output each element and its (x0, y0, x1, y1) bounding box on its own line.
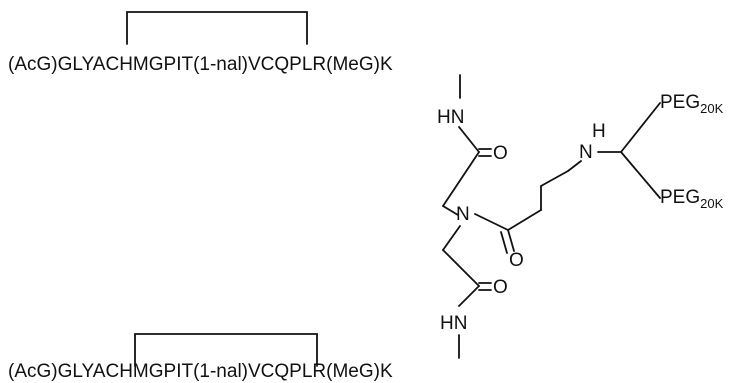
peg-top-subscript-text: 20K (700, 101, 723, 116)
peg-top-label: PEG20K (660, 92, 724, 116)
bottom-disulfide-bridge (134, 333, 318, 367)
ch2c-to-amine-n-bond (567, 160, 582, 172)
peg-bottom-base-text: PEG (660, 187, 700, 208)
branch-to-peg-bottom-bond (620, 151, 661, 199)
top-ch2-to-n-bond (442, 205, 459, 216)
top-nh-to-carbonyl-bond (458, 126, 480, 153)
carbonyl-to-ch2a-bond (507, 209, 542, 231)
peg-bottom-label: PEG20K (660, 187, 724, 211)
bottom-peptide-sequence: (AcG)GLYACHMGPIT(1-nal)VCQPLR(MeG)K (8, 361, 393, 382)
n-to-right-carbonyl-bond (474, 213, 509, 231)
right-carbonyl-double-bond-a (507, 229, 515, 252)
branch-to-peg-top-bond (620, 102, 661, 153)
peg-bottom-subscript-text: 20K (700, 196, 723, 211)
top-disulfide-bridge (126, 11, 308, 45)
amine-h-label: H (592, 121, 606, 142)
top-amide-nh-label: HN (437, 107, 464, 128)
bottom-carbonyl-to-nh-bond (458, 285, 480, 307)
peg-top-base-text: PEG (660, 92, 700, 113)
right-carbonyl-o-label: O (509, 250, 524, 271)
bottom-carbonyl-o-label: O (493, 277, 508, 298)
bottom-ch2-to-carbonyl-bond (442, 249, 480, 287)
top-carbonyl-to-ch2-bond (442, 151, 480, 207)
amine-n-label: N (579, 142, 593, 163)
right-carbonyl-double-bond-b (500, 231, 508, 254)
top-peptide-sequence: (AcG)GLYACHMGPIT(1-nal)VCQPLR(MeG)K (8, 54, 393, 75)
n-to-bottom-ch2-bond (442, 225, 461, 251)
ch2b-to-ch2c-bond (540, 170, 569, 187)
top-carbonyl-o-label: O (493, 143, 508, 164)
bottom-amide-nh-label: HN (440, 313, 467, 334)
central-n-label: N (456, 204, 470, 225)
